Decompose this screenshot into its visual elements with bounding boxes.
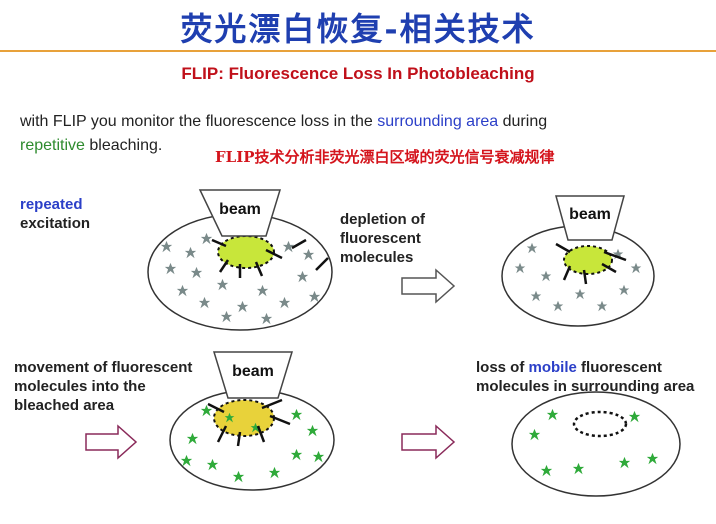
label-movement: movement of fluorescent molecules into t… bbox=[14, 359, 193, 414]
beam-label-1: beam bbox=[219, 201, 261, 218]
label-loss-line1: loss of mobile fluorescent bbox=[476, 358, 662, 377]
intro-part1: with FLIP you monitor the fluorescence l… bbox=[20, 113, 378, 130]
dish-4 bbox=[511, 391, 681, 497]
intro-highlight-surrounding: surrounding area bbox=[377, 113, 499, 130]
label-repeated: repeated bbox=[20, 196, 83, 213]
intro-part3: bleaching. bbox=[84, 137, 163, 154]
loss-mobile: mobile bbox=[528, 359, 577, 376]
dish-3: beam bbox=[169, 351, 335, 491]
intro-text: with FLIP you monitor the fluorescence l… bbox=[20, 110, 660, 158]
subtitle: FLIP: Fluorescence Loss In Photobleachin… bbox=[181, 64, 535, 83]
page-title: 荧光漂白恢复-相关技术 bbox=[180, 10, 536, 48]
bleached-spot-outline bbox=[572, 410, 628, 438]
label-excitation: excitation bbox=[20, 215, 91, 232]
arrow-right-2 bbox=[85, 424, 138, 460]
title-divider bbox=[0, 50, 716, 52]
beam-label-3: beam bbox=[232, 363, 274, 380]
label-loss-line2: molecules in surrounding area bbox=[476, 378, 695, 395]
label-depletion: depletion of fluorescent molecules bbox=[340, 211, 425, 266]
beam-label-2: beam bbox=[569, 206, 611, 223]
loss-rest: fluorescent bbox=[576, 359, 662, 376]
arrow-right-3 bbox=[401, 424, 456, 460]
chinese-note: FLIP技术分析非荧光漂白区域的荧光信号衰减规律 bbox=[215, 148, 555, 166]
intro-part2: during bbox=[498, 113, 548, 130]
dish-2: beam bbox=[501, 195, 655, 327]
dish-1: beam bbox=[147, 189, 333, 331]
loss-prefix: loss of bbox=[476, 359, 529, 376]
arrow-right-1 bbox=[401, 268, 456, 304]
intro-highlight-repetitive: repetitive bbox=[20, 137, 85, 154]
